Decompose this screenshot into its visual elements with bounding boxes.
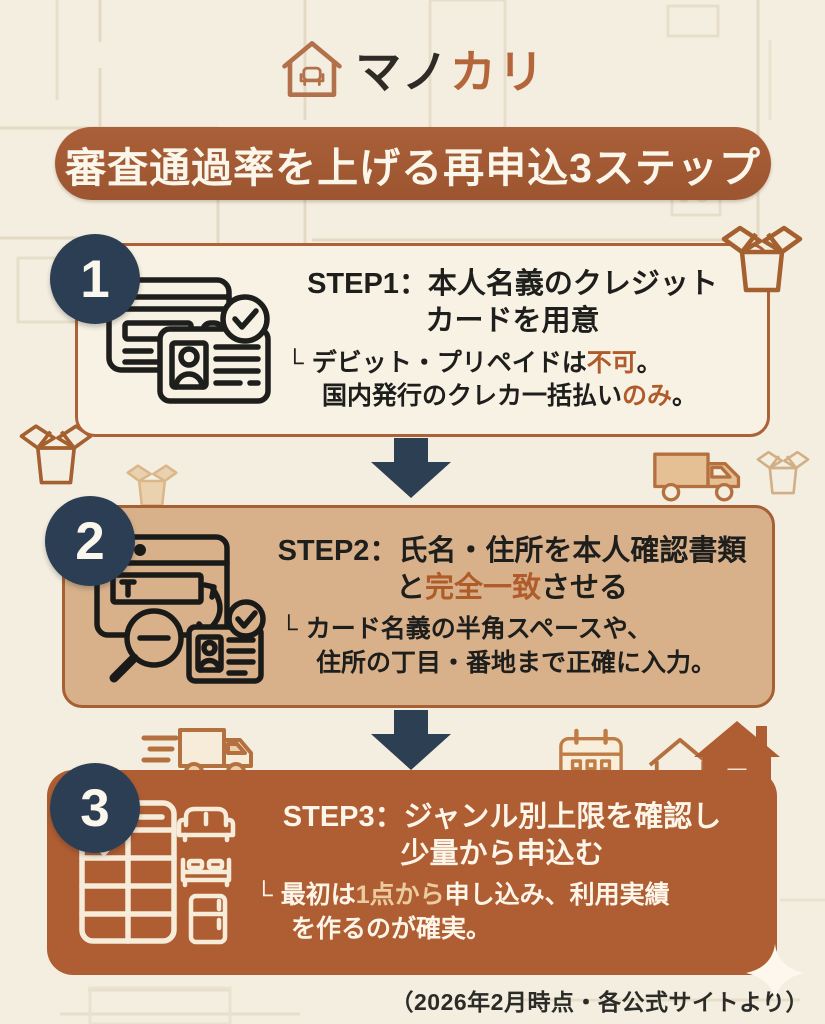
step3-number-badge: 3 xyxy=(50,763,140,853)
step3-text: STEP3：ジャンル別上限を確認し 少量から申込む └最初は1点から申し込み、利… xyxy=(241,799,777,946)
step2-note: └カード名義の半角スペースや、 住所の丁目・番地まで正確に入力。 xyxy=(280,615,717,677)
step2-number-badge: 2 xyxy=(45,496,135,586)
branch-glyph: └ xyxy=(286,348,304,377)
step3-note: └最初は1点から申し込み、利用実績 を作るのが確実。 xyxy=(255,881,670,943)
brand-logo: マノカリ xyxy=(0,36,825,102)
step1-text: STEP1：本人名義のクレジット カードを用意 └デビット・プリペイドは不可。 … xyxy=(272,266,767,413)
down-arrow-icon xyxy=(371,710,451,770)
credit-card-id-check-icon xyxy=(106,277,271,404)
down-arrow-icon xyxy=(371,438,451,498)
step3-title: STEP3：ジャンル別上限を確認し 少量から申込む xyxy=(282,800,722,870)
page-title: 審査通過率を上げる再申込3ステップ xyxy=(65,144,761,191)
step2-text: STEP2：氏名・住所を本人確認書類 と完全一致させる └カード名義の半角スペー… xyxy=(266,533,772,680)
step1-number-badge: 1 xyxy=(50,234,140,324)
brand-name: マノカリ xyxy=(355,36,546,102)
branch-glyph: └ xyxy=(280,615,298,644)
step1-title: STEP1：本人名義のクレジット カードを用意 xyxy=(307,268,718,337)
step2-box: STEP2：氏名・住所を本人確認書類 と完全一致させる └カード名義の半角スペー… xyxy=(62,505,775,708)
footer-note: （2026年2月時点・各公式サイトより） xyxy=(390,989,809,1015)
step2-title: STEP2：氏名・住所を本人確認書類 と完全一致させる xyxy=(277,534,747,604)
brand-name-part1: マノ xyxy=(355,46,450,98)
brand-name-part2: カリ xyxy=(449,46,546,98)
browser-search-id-check-icon xyxy=(94,533,266,684)
house-armchair-icon xyxy=(282,41,342,97)
branch-glyph: └ xyxy=(255,881,273,910)
step1-note: └デビット・プリペイドは不可。 国内発行のクレカ一括払いのみ。 xyxy=(286,348,698,411)
title-banner: 審査通過率を上げる再申込3ステップ xyxy=(55,127,771,200)
step1-box: STEP1：本人名義のクレジット カードを用意 └デビット・プリペイドは不可。 … xyxy=(75,243,770,437)
step3-box: STEP3：ジャンル別上限を確認し 少量から申込む └最初は1点から申し込み、利… xyxy=(47,770,777,975)
